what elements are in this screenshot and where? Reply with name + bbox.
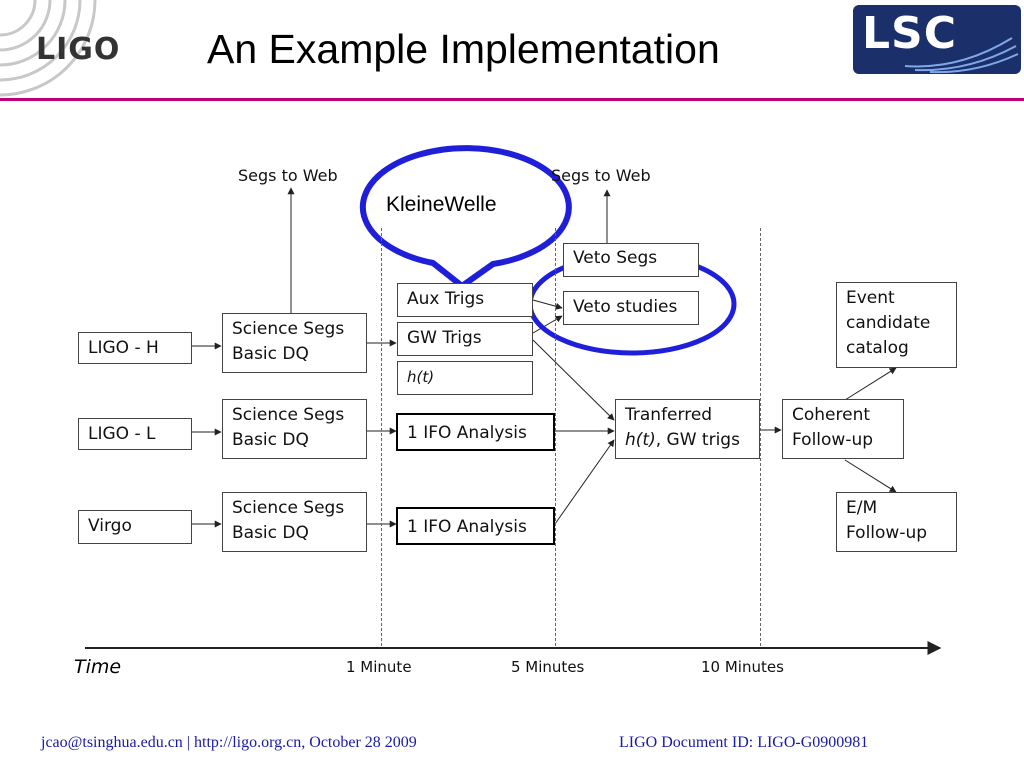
em-followup-label: Follow-up — [846, 523, 928, 543]
tick-label-5-minutes: 5 Minutes — [511, 658, 585, 676]
ifo-analysis-box-v: 1 IFO Analysis — [396, 507, 555, 545]
arrow-gw-to-veto — [532, 315, 563, 334]
science-segs-label: Science Segs — [232, 405, 345, 425]
transferred-gw-trigs-label: , GW trigs — [655, 430, 740, 450]
science-segs-box-h: Science Segs Basic DQ — [222, 313, 367, 373]
event-label: Event — [846, 288, 895, 308]
veto-studies-box: Veto studies — [563, 291, 699, 325]
catalog-label: catalog — [846, 338, 909, 358]
ifo-box-ligo-h: LIGO - H — [78, 332, 192, 364]
segs-to-web-label-2: Segs to Web — [551, 166, 651, 185]
ifo-analysis-box-l: 1 IFO Analysis — [396, 413, 555, 451]
segs-to-web-label: Segs to Web — [238, 166, 338, 185]
transferred-label: Tranferred — [625, 405, 713, 425]
kleinewelle-callout-bubble — [359, 145, 572, 289]
ifo-box-virgo: Virgo — [78, 510, 192, 544]
tick-label-10-minutes: 10 Minutes — [701, 658, 784, 676]
time-marker-1-minute — [381, 228, 382, 646]
coherent-label: Coherent — [792, 405, 871, 425]
footer-contact: jcao@tsinghua.edu.cn | http://ligo.org.c… — [41, 734, 417, 751]
tick-label-1-minute: 1 Minute — [346, 658, 412, 676]
lsc-logo-background — [853, 5, 1021, 74]
coherent-followup-box: Coherent Follow-up — [782, 399, 904, 459]
science-segs-box-v: Science Segs Basic DQ — [222, 492, 367, 552]
basic-dq-label: Basic DQ — [232, 344, 309, 364]
page-title: An Example Implementation — [207, 26, 720, 72]
science-segs-label: Science Segs — [232, 498, 345, 518]
em-label: E/M — [846, 498, 878, 518]
ligo-logo: LIGO — [36, 32, 121, 67]
arrow-coherent-to-em — [844, 459, 897, 493]
header-accent-rule — [0, 98, 1024, 101]
candidate-label: candidate — [846, 313, 931, 333]
arrow-ifo-v-to-transferred — [554, 439, 615, 525]
transferred-box: Tranferred h(t), GW trigs — [615, 399, 760, 459]
arrow-aux-to-veto — [532, 299, 563, 310]
ht-box: h(t) — [397, 361, 533, 395]
veto-segs-box: Veto Segs — [563, 243, 699, 277]
corner-arcs-decoration — [0, 0, 97, 97]
time-axis-label: Time — [74, 656, 122, 678]
em-followup-box: E/M Follow-up — [836, 492, 957, 552]
time-marker-5-minutes — [555, 228, 556, 646]
arrow-coherent-to-event — [844, 367, 897, 401]
transferred-ht-label: h(t) — [625, 430, 656, 450]
science-segs-box-l: Science Segs Basic DQ — [222, 399, 367, 459]
science-segs-label: Science Segs — [232, 319, 345, 339]
kleinewelle-callout-text: KleineWelle — [386, 193, 497, 216]
ifo-box-ligo-l: LIGO - L — [78, 418, 192, 450]
followup-label: Follow-up — [792, 430, 874, 450]
basic-dq-label: Basic DQ — [232, 430, 309, 450]
lsc-logo-text: LSC — [862, 8, 958, 59]
gw-trigs-box: GW Trigs — [397, 322, 533, 356]
footer-document-id: LIGO Document ID: LIGO-G0900981 — [619, 734, 869, 751]
time-marker-10-minutes — [760, 228, 761, 646]
basic-dq-label: Basic DQ — [232, 523, 309, 543]
event-catalog-box: Event candidate catalog — [836, 282, 957, 368]
aux-trigs-box: Aux Trigs — [397, 283, 533, 317]
lsc-logo-swirl — [904, 37, 1019, 74]
arrow-gw-to-transferred — [532, 339, 615, 421]
transferred-sub-label: h(t), GW trigs — [625, 428, 750, 453]
